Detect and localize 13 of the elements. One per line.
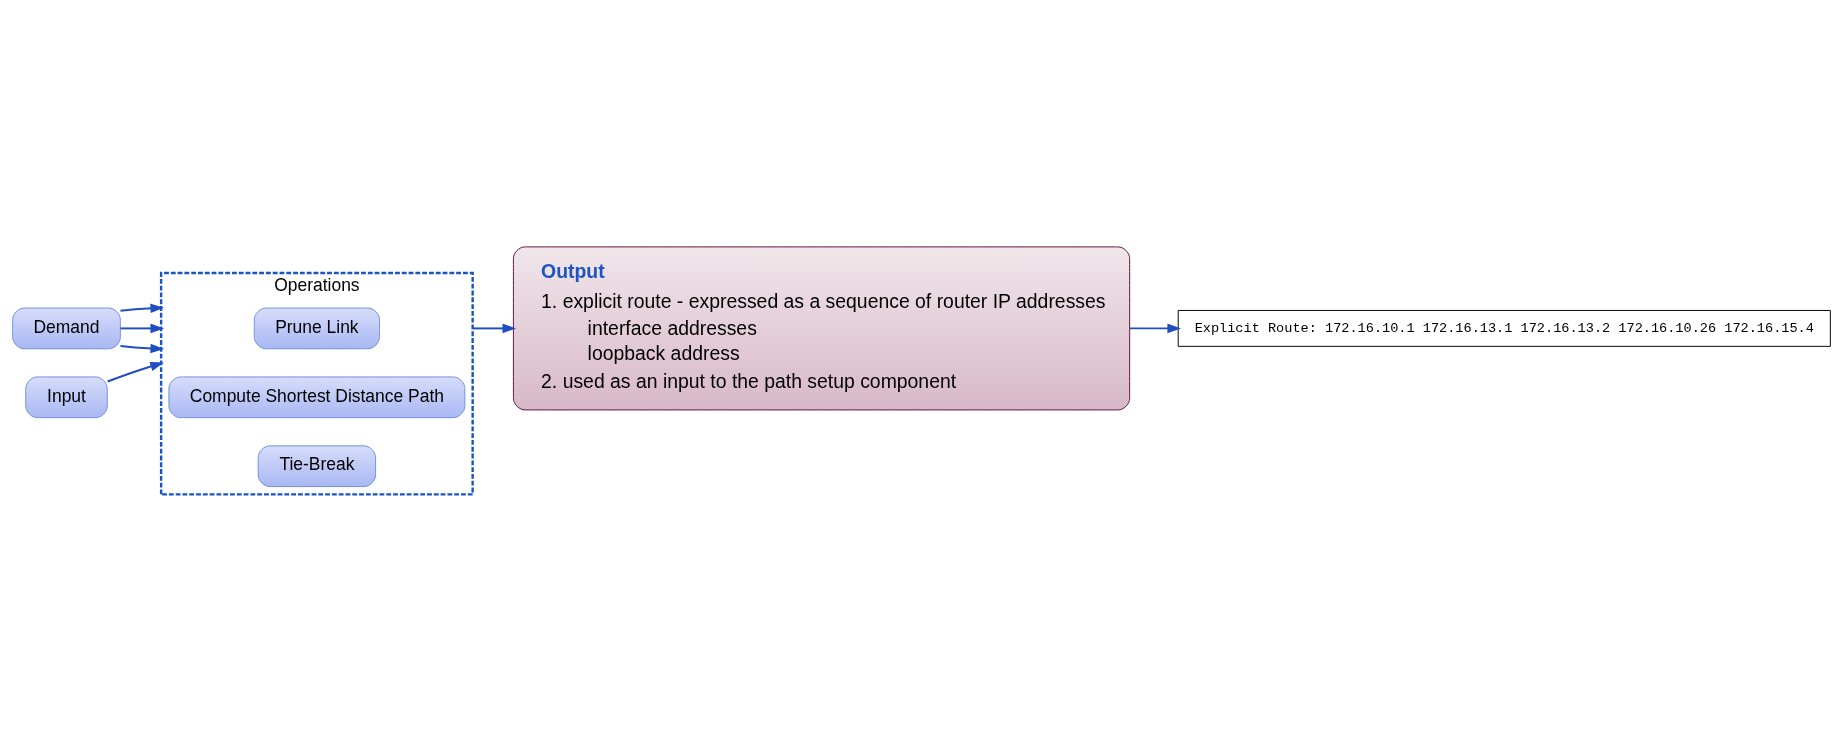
- arrow: [119, 343, 165, 353]
- arrow: [119, 323, 165, 333]
- node-box: Input: [25, 375, 108, 418]
- node-box: Tie-Break: [257, 444, 377, 487]
- node-box: Compute Shortest Distance Path: [168, 375, 466, 418]
- node-box: Explicit Route: 172.16.10.1 172.16.13.1 172.16.13.2 172.16.10.26 172.16.15.4: [1177, 309, 1831, 347]
- node-box: Prune Link: [253, 307, 380, 349]
- node-box: Output 1. explicit route - expressed as a sequence of router IP addresses interface addresses loopback address 2. used as an input to the path setup component: [512, 245, 1131, 410]
- arrow: [119, 303, 165, 313]
- node-box: Demand: [12, 307, 121, 349]
- arrow: [1128, 323, 1181, 333]
- arrow: [471, 323, 517, 333]
- arrow: [106, 361, 164, 382]
